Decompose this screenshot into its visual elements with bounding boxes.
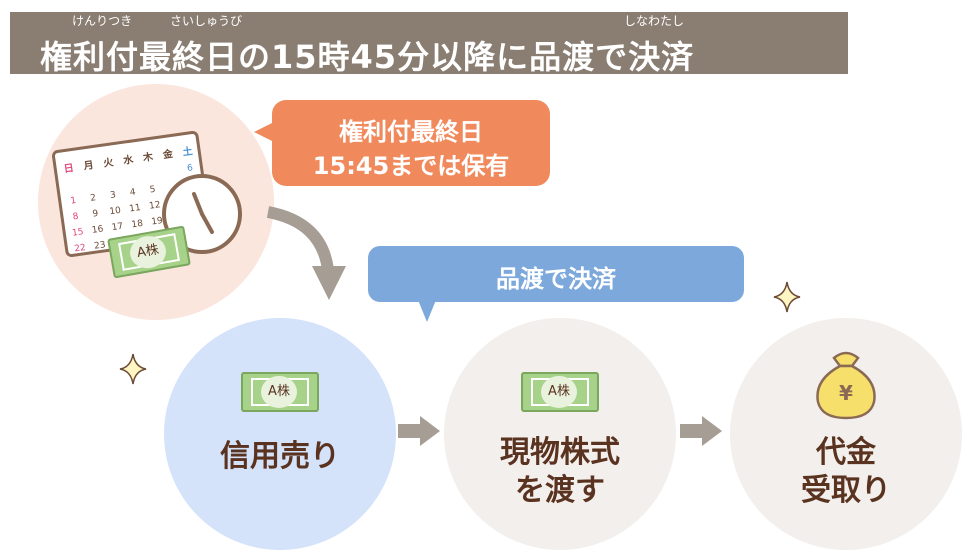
step-deliver-circle: A株 現物株式 を渡す: [444, 318, 676, 550]
holding-bubble-line-1: 権利付最終日: [339, 118, 483, 146]
calendar-date: 3: [110, 190, 117, 201]
settlement-bubble-text: 品渡で決済: [496, 265, 616, 293]
calendar-date: 1: [70, 196, 77, 207]
calendar-day-header: 日: [63, 162, 75, 175]
calendar-date: 22: [74, 243, 87, 254]
stock-certificate-label: A株: [261, 376, 297, 408]
holding-bubble: 権利付最終日 15:45までは保有: [272, 100, 550, 186]
calendar-date: 17: [111, 222, 124, 233]
title-ruby-shinawatashi: しなわたし: [624, 14, 685, 28]
step-margin-sell-circle: A株 信用売り: [164, 318, 396, 550]
arrow-right-icon: [398, 424, 420, 438]
money-bag-icon: ¥: [816, 351, 876, 420]
step-deliver-label-line-1: 現物株式: [500, 435, 620, 470]
calendar-day-header: 木: [141, 150, 155, 165]
calendar-date: 16: [91, 224, 104, 236]
stock-certificate-icon: A株: [241, 372, 319, 412]
calendar-date: 2: [90, 193, 97, 204]
calendar-date: 11: [129, 203, 142, 214]
page-title: 権利付最終日の15時45分以降に品渡で決済: [40, 38, 695, 76]
title-banner: けんりつき さいしゅうび しなわたし 権利付最終日の15時45分以降に品渡で決済: [10, 12, 848, 76]
calendar-date: 19: [151, 216, 164, 228]
calendar-date: 10: [109, 206, 122, 218]
holding-bubble-line-2: 15:45までは保有: [312, 152, 510, 180]
calendar-day-header: 水: [121, 152, 135, 167]
calendar-date: 12: [149, 200, 162, 211]
arrow-right-head: [420, 416, 440, 446]
settlement-bubble: 品渡で決済: [368, 246, 744, 302]
calendar-date: 23: [94, 240, 107, 251]
money-bag-symbol: ¥: [839, 381, 853, 405]
calendar-date: 18: [131, 219, 144, 231]
calendar-day-header: 金: [161, 147, 175, 162]
arrow-right-icon: [680, 424, 702, 438]
stock-certificate-label: A株: [541, 376, 577, 408]
sparkle-icon: [119, 353, 147, 385]
curved-arrow-icon: [266, 206, 346, 300]
calendar-date: 5: [149, 185, 156, 196]
title-ruby-kenritsuki: けんりつき: [72, 14, 133, 28]
arrow-right-head: [702, 416, 722, 446]
calendar-date: 9: [92, 209, 99, 220]
calendar-day-header: 土: [182, 144, 194, 158]
holding-bubble-tail: [254, 122, 274, 142]
calendar-day-header: 火: [103, 156, 116, 169]
step-receive-label-line-1: 代金: [816, 435, 876, 470]
calendar-date: 8: [72, 212, 79, 223]
calendar-date: 4: [129, 187, 136, 198]
sparkle-icon: [773, 281, 801, 313]
title-ruby-saishuubi: さいしゅうび: [170, 14, 243, 28]
calendar-day-header: 月: [82, 159, 95, 172]
step-deliver-label-line-2: を渡す: [515, 473, 605, 508]
stock-certificate-icon: A株: [521, 372, 599, 412]
step-receive-label-line-2: 受取り: [801, 473, 891, 508]
calendar-date: 15: [72, 227, 85, 238]
settlement-bubble-tail: [418, 300, 436, 322]
calendar-date: 6: [187, 163, 194, 174]
step-margin-sell-label: 信用売り: [220, 439, 340, 474]
